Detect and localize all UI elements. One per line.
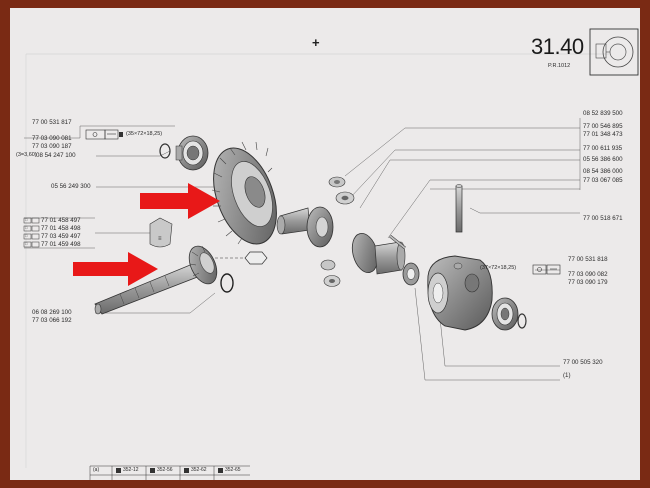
hex-spacer [244,251,268,265]
red-arrow-crown-wheel [140,183,220,219]
footer-cell-1: 352-12 [123,467,139,473]
shim-ref: 08 54 247 100 [36,152,76,159]
satellite-gears [320,176,355,287]
right-top-ref-1: 08 52 839 500 [583,110,623,117]
footer-cell-4: 352-65 [225,467,241,473]
pinion-shaft [94,262,201,315]
pinion-ref-1: 06 08 269 100 [32,309,72,316]
side-gear-left [276,206,334,248]
left-bearing-ref-2: 77 03 090 081 [32,135,72,142]
left-bearing-icons [85,129,123,140]
long-pin [455,184,463,233]
right-mid-ref-1: 77 00 611 935 [583,145,623,152]
right-shim-ring [517,313,527,329]
pinion-shim-tag-4: □ [25,241,28,246]
crown-wheel [211,141,277,245]
catalog-page: ≡ [10,8,640,480]
pinion-shim-ref-3: 77 03 459 497 [41,233,81,240]
right-mid-ref-4: 77 03 067 085 [583,177,623,184]
right-bearing-ref-2: 77 03 090 082 [568,271,608,278]
left-bearing-ref-1: 77 00 531 817 [32,119,72,126]
svg-text:≡: ≡ [158,236,162,242]
pinion-shim-tag-1: □ [25,217,28,222]
thumbnail-diagram [589,28,639,76]
hole-punch-symbol: + [312,35,320,50]
footer-cell-a: (a) [93,467,100,473]
left-bearing-ref-3: 77 03 090 187 [32,143,72,150]
right-bearing [491,297,519,331]
shim-bag: ≡ [149,217,173,248]
right-bearing-icons [532,264,561,275]
footer-cell-2: 352-56 [157,467,173,473]
footer-strip [89,465,250,480]
side-gear-right [351,233,406,275]
right-mid-ref-2: 05 56 386 600 [583,156,623,163]
crown-wheel-ref: 05 56 249 300 [51,183,91,190]
right-top-ref-2: 77 00 546 895 [583,123,623,130]
left-bearing [175,135,209,171]
right-top-ref-3: 77 01 348 473 [583,131,623,138]
pinion-shim-ref-2: 77 01 458 498 [41,225,81,232]
housing-ref: 77 00 505 320 [563,359,603,366]
right-bearing-ref-1: 77 00 531 818 [568,256,608,263]
snap-ring [220,273,234,293]
small-pin [389,234,406,250]
pinion-shim-ref-4: 77 01 459 498 [41,241,81,248]
exploded-diagram: ≡ [23,28,639,480]
shim-tag-boxes [23,217,40,248]
sub-reference: P.R.1012 [548,63,571,69]
right-mid-ref-3: 08 54 386 000 [583,168,623,175]
red-arrow-pinion [73,252,158,286]
shim-note: (3=3,60) [16,152,37,158]
housing-note: (1) [563,372,571,379]
pinion-shim-tag-3: □ [25,233,28,238]
differential-housing [427,255,493,331]
pinion-ref-2: 77 03 066 192 [32,317,72,324]
right-bearing-dims: (37×72×18,25) [480,265,517,271]
pinion-gear [188,245,218,285]
shim-ring [159,143,171,159]
pinion-shim-ref-1: 77 01 458 497 [41,217,81,224]
left-bearing-dims: (35×72×18,25) [126,131,163,137]
footer-cell-3: 352-62 [191,467,207,473]
pin-ref: 77 00 518 671 [583,215,623,222]
section-number: 31.40 [531,34,584,59]
pinion-shim-tag-2: □ [25,225,28,230]
thrust-washer [402,262,420,286]
right-bearing-ref-3: 77 03 090 179 [568,279,608,286]
